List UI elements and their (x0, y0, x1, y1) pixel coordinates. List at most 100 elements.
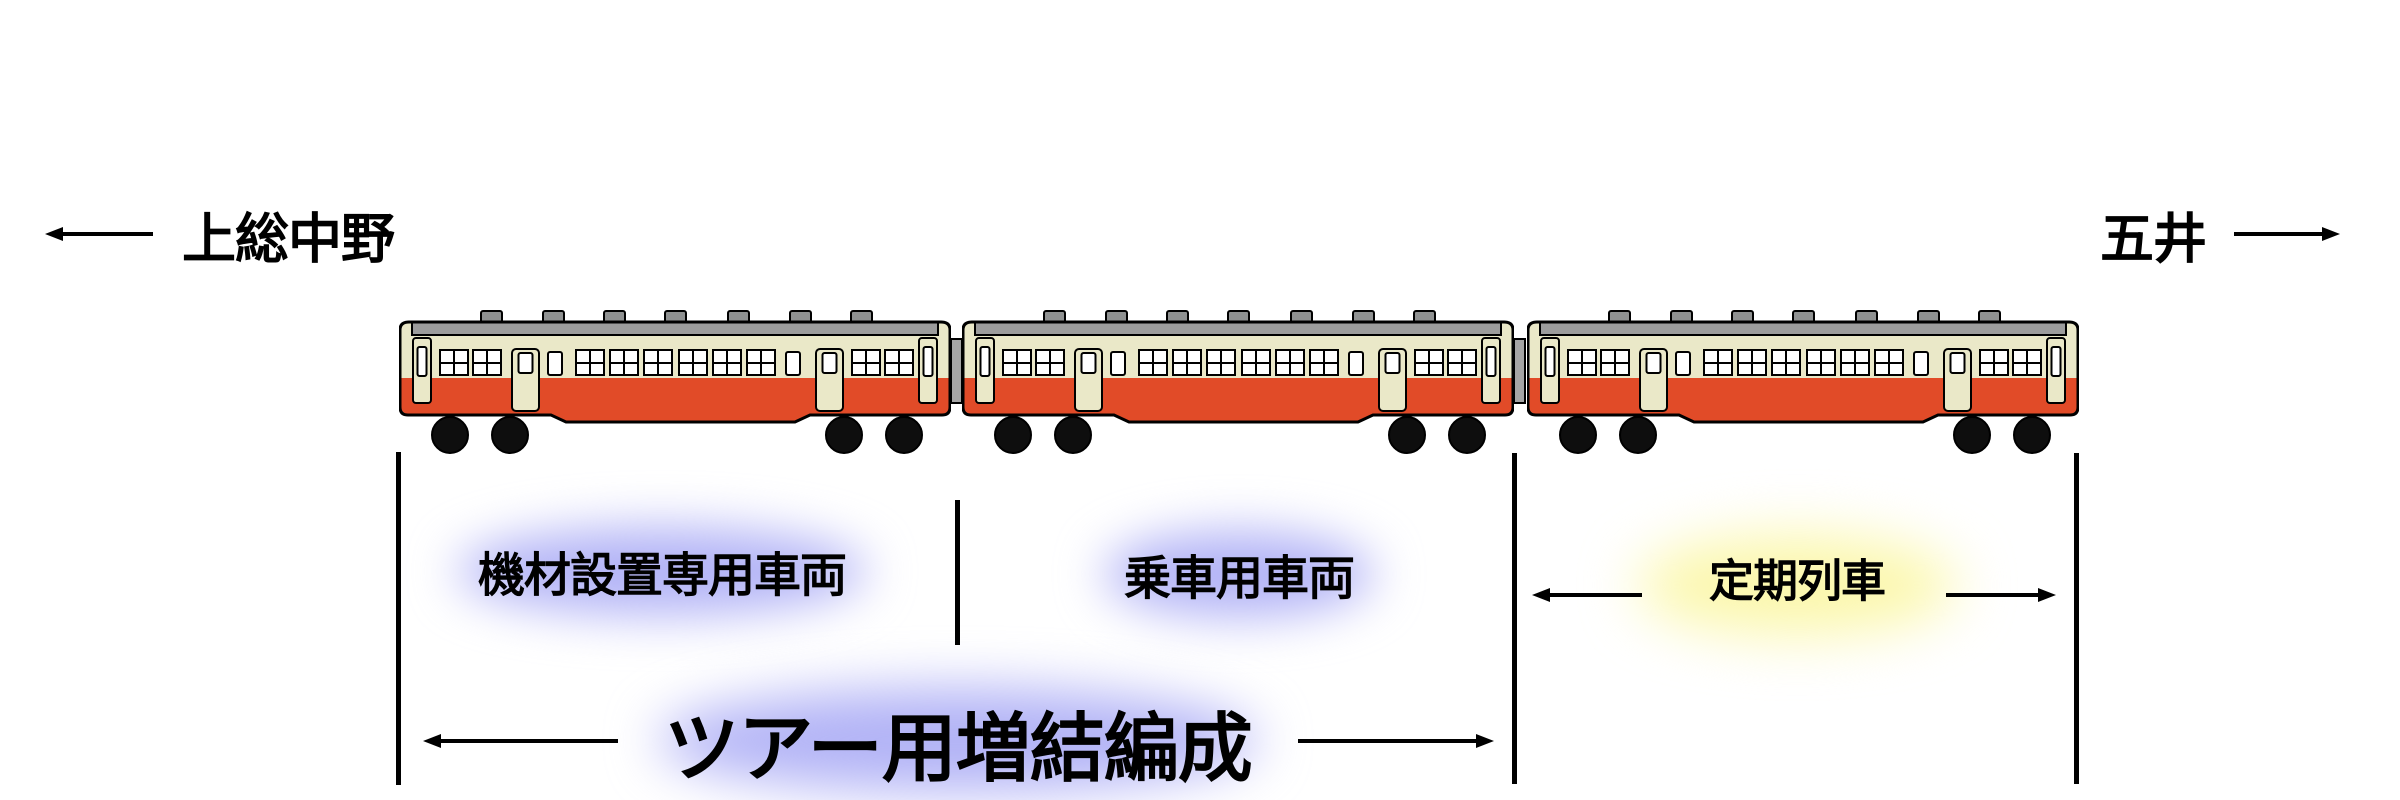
window-pair (1309, 349, 1339, 376)
window-pair (746, 349, 776, 376)
side-windows (1567, 349, 2042, 376)
direction-left-arrow-icon (45, 227, 153, 241)
end-doors (1540, 337, 2066, 404)
direction-right-arrow-icon (2234, 227, 2340, 241)
end-door-window (416, 346, 428, 377)
window-pair (643, 349, 673, 376)
window-pair (1275, 349, 1305, 376)
train-car-illustration (961, 310, 1515, 454)
window-pair (1806, 349, 1836, 376)
end-door-window (922, 346, 934, 377)
wheel-icon (491, 416, 529, 454)
side-door-window (517, 352, 534, 374)
side-windows (439, 349, 914, 376)
narrow-window (1675, 351, 1691, 376)
wheel-icon (1054, 416, 1092, 454)
section-divider-right (2074, 453, 2079, 784)
window-pair (712, 349, 742, 376)
passenger-car-glow (1104, 531, 1374, 617)
wheels (994, 416, 1486, 454)
regular-train-glow (1637, 535, 1957, 635)
side-door-window (821, 352, 838, 374)
side-doors (511, 348, 844, 412)
car-body-outline (1526, 320, 2080, 424)
window-pair (1703, 349, 1733, 376)
wheel-icon (1619, 416, 1657, 454)
wheels (431, 416, 923, 454)
side-door-window (1080, 352, 1097, 374)
end-doors (975, 337, 1501, 404)
window-pair (1035, 349, 1065, 376)
window-pair (884, 349, 914, 376)
end-door-window (1485, 346, 1497, 377)
roof-strip (1539, 321, 2067, 336)
narrow-window (1110, 351, 1126, 376)
end-door-window (2050, 346, 2062, 377)
window-pair (1172, 349, 1202, 376)
train-car-illustration (398, 310, 952, 454)
narrow-window (547, 351, 563, 376)
car-body-outline (961, 320, 1515, 424)
window-pair (1241, 349, 1271, 376)
equipment-car-label: 機材設置専用車両 (478, 548, 847, 602)
window-pair (575, 349, 605, 376)
window-pair (1414, 349, 1444, 376)
window-pair (472, 349, 502, 376)
wheel-icon (431, 416, 469, 454)
station-label-right: 五井 (2100, 209, 2207, 270)
train-car-2 (961, 305, 1515, 465)
window-pair (851, 349, 881, 376)
wheel-icon (825, 416, 863, 454)
window-pair (609, 349, 639, 376)
coupler (1513, 338, 1526, 404)
narrow-window (785, 351, 801, 376)
section-divider-tour-right (1512, 453, 1517, 784)
regular-train-label: 定期列車 (1708, 555, 1886, 607)
train-car-3 (1526, 305, 2080, 465)
window-pair (2012, 349, 2042, 376)
train-car-1 (398, 305, 952, 465)
side-doors (1074, 348, 1407, 412)
side-door-window (1949, 352, 1966, 374)
window-pair (1979, 349, 2009, 376)
equipment-car-glow (457, 527, 867, 615)
window-pair (1737, 349, 1767, 376)
end-door-window (979, 346, 991, 377)
wheel-icon (1559, 416, 1597, 454)
wheel-icon (1953, 416, 1991, 454)
wheels (1559, 416, 2051, 454)
section-divider-middle (955, 500, 960, 645)
wheel-icon (1448, 416, 1486, 454)
roof-strip (974, 321, 1502, 336)
window-pair (1771, 349, 1801, 376)
window-pair (439, 349, 469, 376)
side-door-window (1645, 352, 1662, 374)
window-pair (1874, 349, 1904, 376)
side-doors (1639, 348, 1972, 412)
passenger-car-label: 乗車用車両 (1124, 551, 1355, 605)
wheel-icon (1388, 416, 1426, 454)
narrow-window (1348, 351, 1364, 376)
tour-formation-glow (658, 687, 1258, 793)
car-body-outline (398, 320, 952, 424)
wheel-icon (885, 416, 923, 454)
window-pair (1002, 349, 1032, 376)
tour-formation-label: ツアー用増結編成 (664, 706, 1253, 791)
window-pair (1138, 349, 1168, 376)
tour-formation-left-arrow-icon (423, 734, 618, 748)
window-pair (1447, 349, 1477, 376)
train-car-illustration (1526, 310, 2080, 454)
side-windows (1002, 349, 1477, 376)
regular-train-right-arrow-icon (1946, 588, 2056, 602)
side-door-window (1384, 352, 1401, 374)
section-divider-left (396, 452, 401, 785)
window-pair (1840, 349, 1870, 376)
window-pair (1567, 349, 1597, 376)
tour-formation-right-arrow-icon (1298, 734, 1494, 748)
wheel-icon (994, 416, 1032, 454)
window-pair (1206, 349, 1236, 376)
end-doors (412, 337, 938, 404)
narrow-window (1913, 351, 1929, 376)
wheel-icon (2013, 416, 2051, 454)
